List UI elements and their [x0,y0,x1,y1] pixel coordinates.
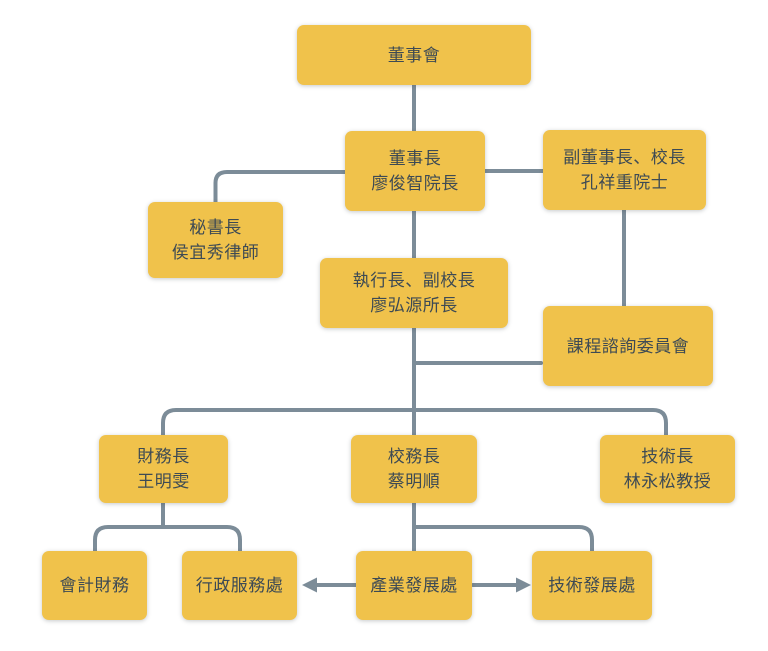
node-label: 董事會 [387,45,441,65]
org-node-provost: 校務長 蔡明順 [351,435,477,503]
org-node-industry-dev: 產業發展處 [356,551,472,620]
node-label: 秘書長 [189,218,242,237]
org-node-board: 董事會 [297,25,531,85]
node-label: 校務長 [387,447,441,466]
node-label: 會計財務 [59,576,130,595]
org-node-ceo: 執行長、副校長 廖弘源所長 [320,258,508,328]
node-sublabel: 蔡明順 [387,472,441,491]
org-node-chairman: 董事長 廖俊智院長 [345,131,485,211]
node-sublabel: 孔祥重院士 [580,173,669,192]
node-label: 財務長 [137,447,190,466]
org-node-secretary-general: 秘書長 侯宜秀律師 [148,202,283,278]
org-node-accounting-finance: 會計財務 [42,551,147,620]
org-node-curriculum-committee: 課程諮詢委員會 [543,306,713,386]
arrowhead-left-icon [302,577,317,593]
connector-chairman-secretary [213,170,347,204]
node-sublabel: 王明雯 [137,472,190,491]
node-sublabel: 廖俊智院長 [371,174,459,193]
node-sublabel: 廖弘源所長 [370,296,458,315]
node-sublabel: 林永松教授 [623,472,712,491]
connector-distribution-rail [161,408,668,437]
org-node-cfo: 財務長 王明雯 [99,435,228,503]
org-node-admin-services: 行政服務處 [182,551,297,620]
node-label: 產業發展處 [370,576,458,595]
org-node-vice-chairman: 副董事長、校長 孔祥重院士 [543,130,706,210]
node-label: 技術長 [641,447,694,466]
connector-cfo-children-rail [93,525,242,553]
node-label: 課程諮詢委員會 [566,336,690,356]
node-label: 行政服務處 [195,576,284,595]
org-node-tech-dev: 技術發展處 [532,551,652,620]
node-label: 副董事長、校長 [563,148,686,167]
node-label: 執行長、副校長 [352,271,476,290]
node-sublabel: 侯宜秀律師 [171,243,260,262]
org-node-cto: 技術長 林永松教授 [600,435,735,503]
connector-provost-techdev-branch [412,525,594,553]
arrowhead-right-icon [516,577,531,593]
node-label: 董事長 [388,149,442,168]
node-label: 技術發展處 [548,576,636,595]
